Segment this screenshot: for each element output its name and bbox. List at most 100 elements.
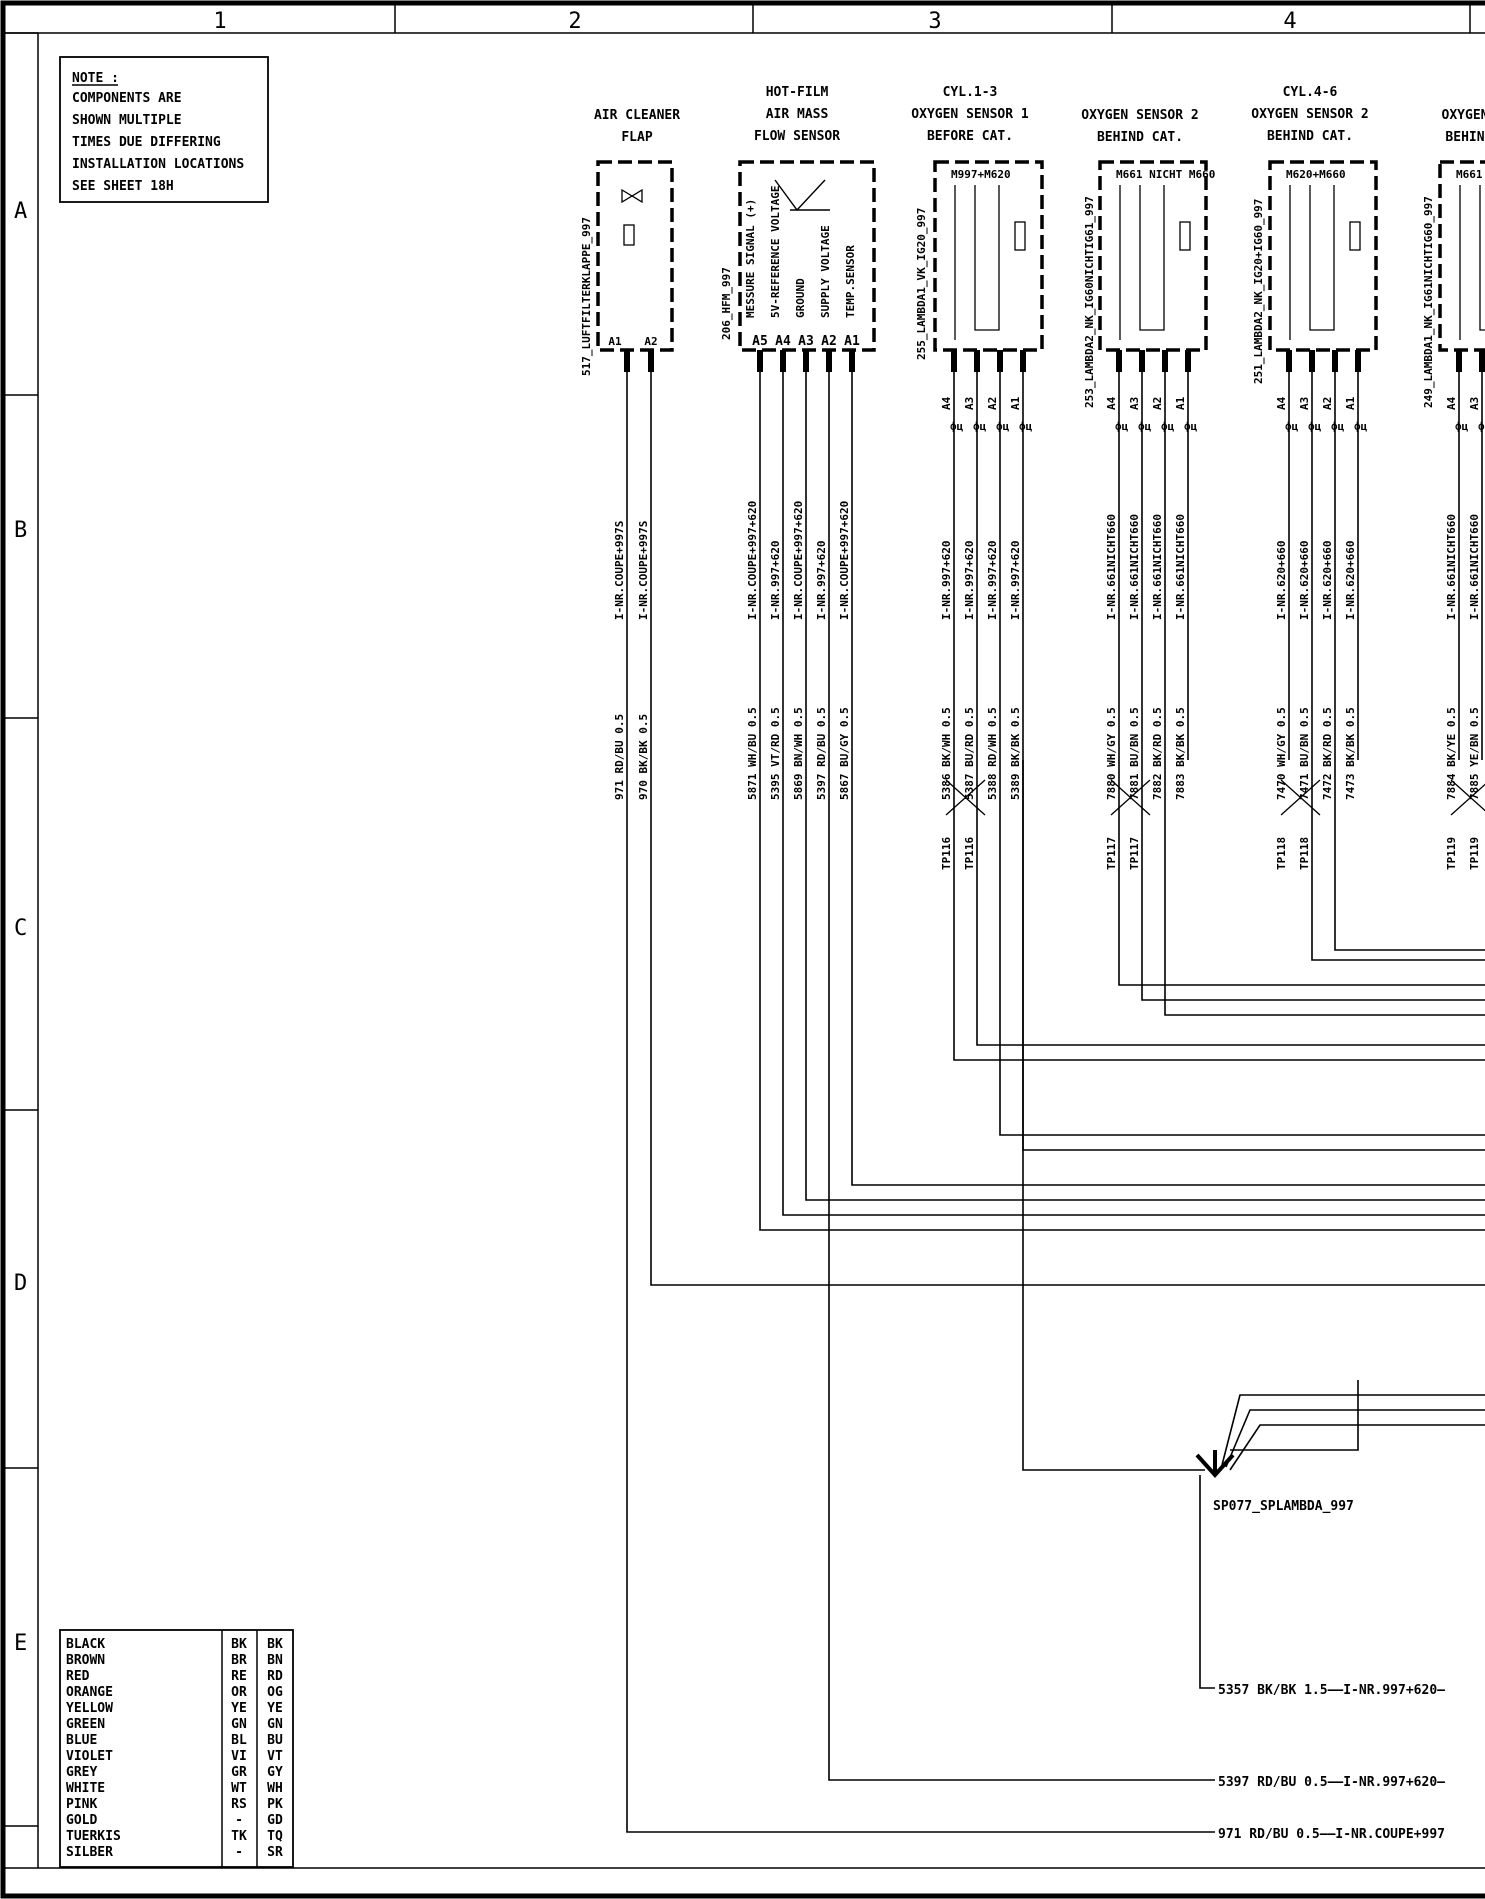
- pin-stub: [1185, 350, 1191, 372]
- signal-label: MESSURE SIGNAL (+): [744, 199, 757, 318]
- variant-label: M997+M620: [951, 168, 1011, 181]
- wire-label: 7882 BK/RD 0.5: [1151, 707, 1164, 800]
- variant-label: M661 NI: [1456, 168, 1485, 181]
- legend-code-en: GD: [267, 1813, 283, 1828]
- pin-stub: [974, 350, 980, 372]
- testpoint-symbol: [1280, 779, 1321, 816]
- legend-code-en: RD: [267, 1669, 283, 1684]
- component-heading: OXYGEN SENSOR 2: [1081, 108, 1198, 123]
- wire-route: [999, 760, 1485, 1136]
- legend-code-de: BR: [231, 1653, 247, 1668]
- component-6: OXYGENBEHIN249_LAMBDA1_NK_IG61NICHTIG60_…: [1422, 108, 1485, 870]
- pin-label: A5: [752, 334, 768, 349]
- component-heading: BEHIND CAT.: [1097, 130, 1183, 145]
- variant-label: M620+M660: [1286, 168, 1346, 181]
- pin-stub: [1139, 350, 1145, 372]
- legend-color-name: PINK: [66, 1797, 97, 1812]
- wire-label: 7470 WH/GY 0.5: [1275, 707, 1288, 800]
- sensor-inner: [1479, 185, 1485, 331]
- component-heading: BEHIN: [1445, 130, 1484, 145]
- component-heading: BEHIND CAT.: [1267, 129, 1353, 144]
- wire-label: 5869 BN/WH 0.5: [792, 707, 805, 800]
- wire-route: [1230, 1380, 1359, 1451]
- legend-code-de: TK: [231, 1829, 247, 1844]
- wire-note: I-NR.COUPE+997+620: [746, 501, 759, 620]
- legend-code-de: GN: [231, 1717, 247, 1732]
- legend-code-en: BN: [267, 1653, 283, 1668]
- pin-stub: [1162, 350, 1168, 372]
- component-heading: CYL.1-3: [943, 85, 998, 100]
- legend-color-name: RED: [66, 1669, 90, 1684]
- wire-note: I-NR.620+660: [1298, 541, 1311, 620]
- pin-label: A3: [1298, 397, 1311, 410]
- wire-note: I-NR.661NICHT660: [1128, 514, 1141, 620]
- pin-label: A3: [963, 397, 976, 410]
- wire-note: I-NR.661NICHT660: [1105, 514, 1118, 620]
- sensor-inner: [1309, 185, 1335, 331]
- wire-label: 7883 BK/BK 0.5: [1174, 707, 1187, 800]
- wire-route: [1229, 1424, 1485, 1471]
- component-box: [933, 160, 1044, 352]
- heater-element: [1179, 221, 1191, 251]
- pin-label: A2: [1321, 397, 1334, 410]
- legend-color-name: ORANGE: [66, 1685, 113, 1700]
- grid-row-label: A: [14, 199, 27, 224]
- heater-element: [1014, 221, 1026, 251]
- wire-label: 5389 BK/BK 0.5: [1009, 707, 1022, 800]
- testpoint-label: TP117: [1128, 837, 1141, 870]
- legend-code-en: VT: [267, 1749, 283, 1764]
- component-heading: CYL.4-6: [1283, 85, 1338, 100]
- wire-note: I-NR.COUPE+997+620: [838, 501, 851, 620]
- pin-stub: [826, 350, 832, 372]
- wire-label: 7473 BK/BK 0.5: [1344, 707, 1357, 800]
- legend-code-en: WH: [267, 1781, 283, 1796]
- wire-route: [851, 760, 1485, 1186]
- pin-stub: [1020, 350, 1026, 372]
- pin-marker: фц: [1184, 420, 1198, 433]
- splice-symbol: [1195, 1450, 1235, 1478]
- testpoint-label: TP117: [1105, 837, 1118, 870]
- legend-code-en: GN: [267, 1717, 283, 1732]
- pin-label: A4: [775, 334, 791, 349]
- testpoint-label: TP118: [1275, 837, 1288, 870]
- component-box: [1438, 160, 1485, 352]
- grid-column-label: 4: [1283, 9, 1296, 34]
- legend-code-en: OG: [267, 1685, 283, 1700]
- component-heading: OXYGEN SENSOR 2: [1251, 107, 1368, 122]
- legend-code-de: RS: [231, 1797, 247, 1812]
- component-box: [1098, 160, 1208, 352]
- wire-label: 5871 WH/BU 0.5: [746, 707, 759, 800]
- component-heading: OXYGEN: [1442, 108, 1485, 123]
- pin-stub: [757, 350, 763, 372]
- pin-label: A2: [821, 334, 837, 349]
- wire-route: [1118, 760, 1485, 986]
- wire-note: I-NR.997+620: [769, 541, 782, 620]
- component-heading: AIR CLEANER: [594, 108, 680, 123]
- wire-label: 5397 RD/BU 0.5: [815, 707, 828, 800]
- signal-label: SUPPLY VOLTAGE: [819, 225, 832, 318]
- wire-label: 970 BK/BK 0.5: [637, 714, 650, 800]
- wire-note: I-NR.620+660: [1321, 541, 1334, 620]
- pin-marker: фц: [996, 420, 1010, 433]
- pin-stub: [780, 350, 786, 372]
- wire-route: [1221, 1394, 1485, 1466]
- sensor-inner: [974, 185, 1000, 331]
- wire-label: 7472 BK/RD 0.5: [1321, 707, 1334, 800]
- wire-note: I-NR.COUPE+997S: [613, 521, 626, 620]
- wire-note: I-NR.620+660: [1344, 541, 1357, 620]
- grid-column-label: 3: [928, 9, 941, 34]
- legend-color-name: SILBER: [66, 1845, 113, 1860]
- heater-element: [1349, 221, 1361, 251]
- legend-color-name: BROWN: [66, 1653, 105, 1668]
- legend-color-name: GREY: [66, 1765, 97, 1780]
- variant-label: M661 NICHT M660: [1116, 168, 1215, 181]
- legend-color-name: YELLOW: [66, 1701, 113, 1716]
- testpoint-symbol: [945, 779, 986, 816]
- note-line: SEE SHEET 18H: [72, 179, 174, 194]
- legend-code-de: YE: [231, 1701, 247, 1716]
- wire-note: I-NR.COUPE+997S: [637, 521, 650, 620]
- legend-code-de: BK: [231, 1637, 247, 1652]
- component-id-label: 255_LAMBDA1_VK_IG20_997: [915, 208, 928, 360]
- pin-label: A4: [1445, 396, 1458, 410]
